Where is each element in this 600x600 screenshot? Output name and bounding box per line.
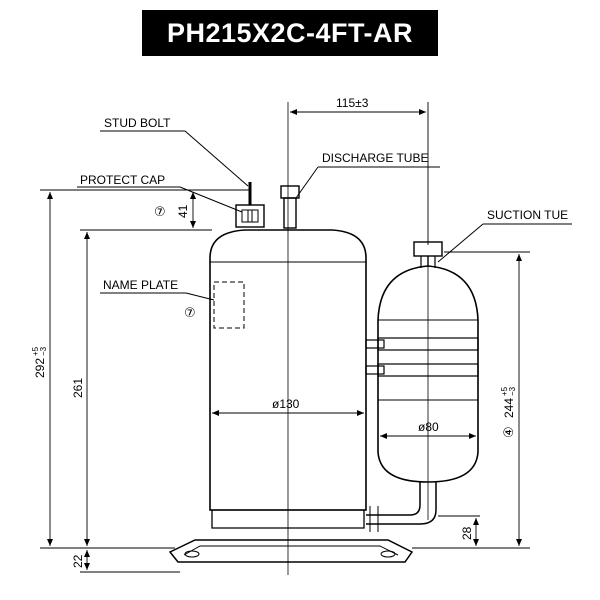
suction-tube-label: SUCTION TUE <box>487 208 568 222</box>
dim-overall-height-group: 292 +5 −3 <box>31 346 48 378</box>
title-banner: PH215X2C-4FT-AR <box>142 10 438 56</box>
dim-overall-height: 292 <box>33 358 47 378</box>
dim-suction-height-group: 244 +5 −3 <box>500 386 517 418</box>
dim-overall-tol-lower: −3 <box>39 346 48 356</box>
dim-suction-tol-lower: −3 <box>508 386 517 396</box>
protect-cap-label: PROTECT CAP <box>80 173 165 187</box>
suction-marker: ④ <box>502 426 517 438</box>
plate-marker: ⑦ <box>184 306 196 321</box>
dim-suction-low: 28 <box>460 526 474 540</box>
leader-lines <box>77 130 572 301</box>
base-plate <box>168 539 414 563</box>
dim-suction-height: 244 <box>502 398 516 418</box>
name-plate-label: NAME PLATE <box>103 278 178 292</box>
dim-base-height: 22 <box>71 554 85 568</box>
dimension-lines <box>40 102 530 573</box>
dim-accumulator-diameter: ø80 <box>418 420 439 434</box>
name-plate <box>213 281 245 329</box>
discharge-tube-label: DISCHARGE TUBE <box>322 151 428 165</box>
discharge-tube <box>280 185 300 229</box>
accumulator <box>365 241 479 532</box>
dim-shell-diameter: ø130 <box>272 397 300 411</box>
terminal-cover <box>235 182 265 228</box>
cap-marker: ⑦ <box>154 205 166 220</box>
dim-cap-height: 41 <box>176 204 190 218</box>
dim-overall-tol-upper: +5 <box>31 346 40 356</box>
dim-body-height: 261 <box>71 378 85 398</box>
model-title: PH215X2C-4FT-AR <box>166 17 414 48</box>
dim-suction-tol-upper: +5 <box>500 386 509 396</box>
stud-bolt-label: STUD BOLT <box>104 116 171 130</box>
dim-top-offset: 115±3 <box>336 96 369 110</box>
